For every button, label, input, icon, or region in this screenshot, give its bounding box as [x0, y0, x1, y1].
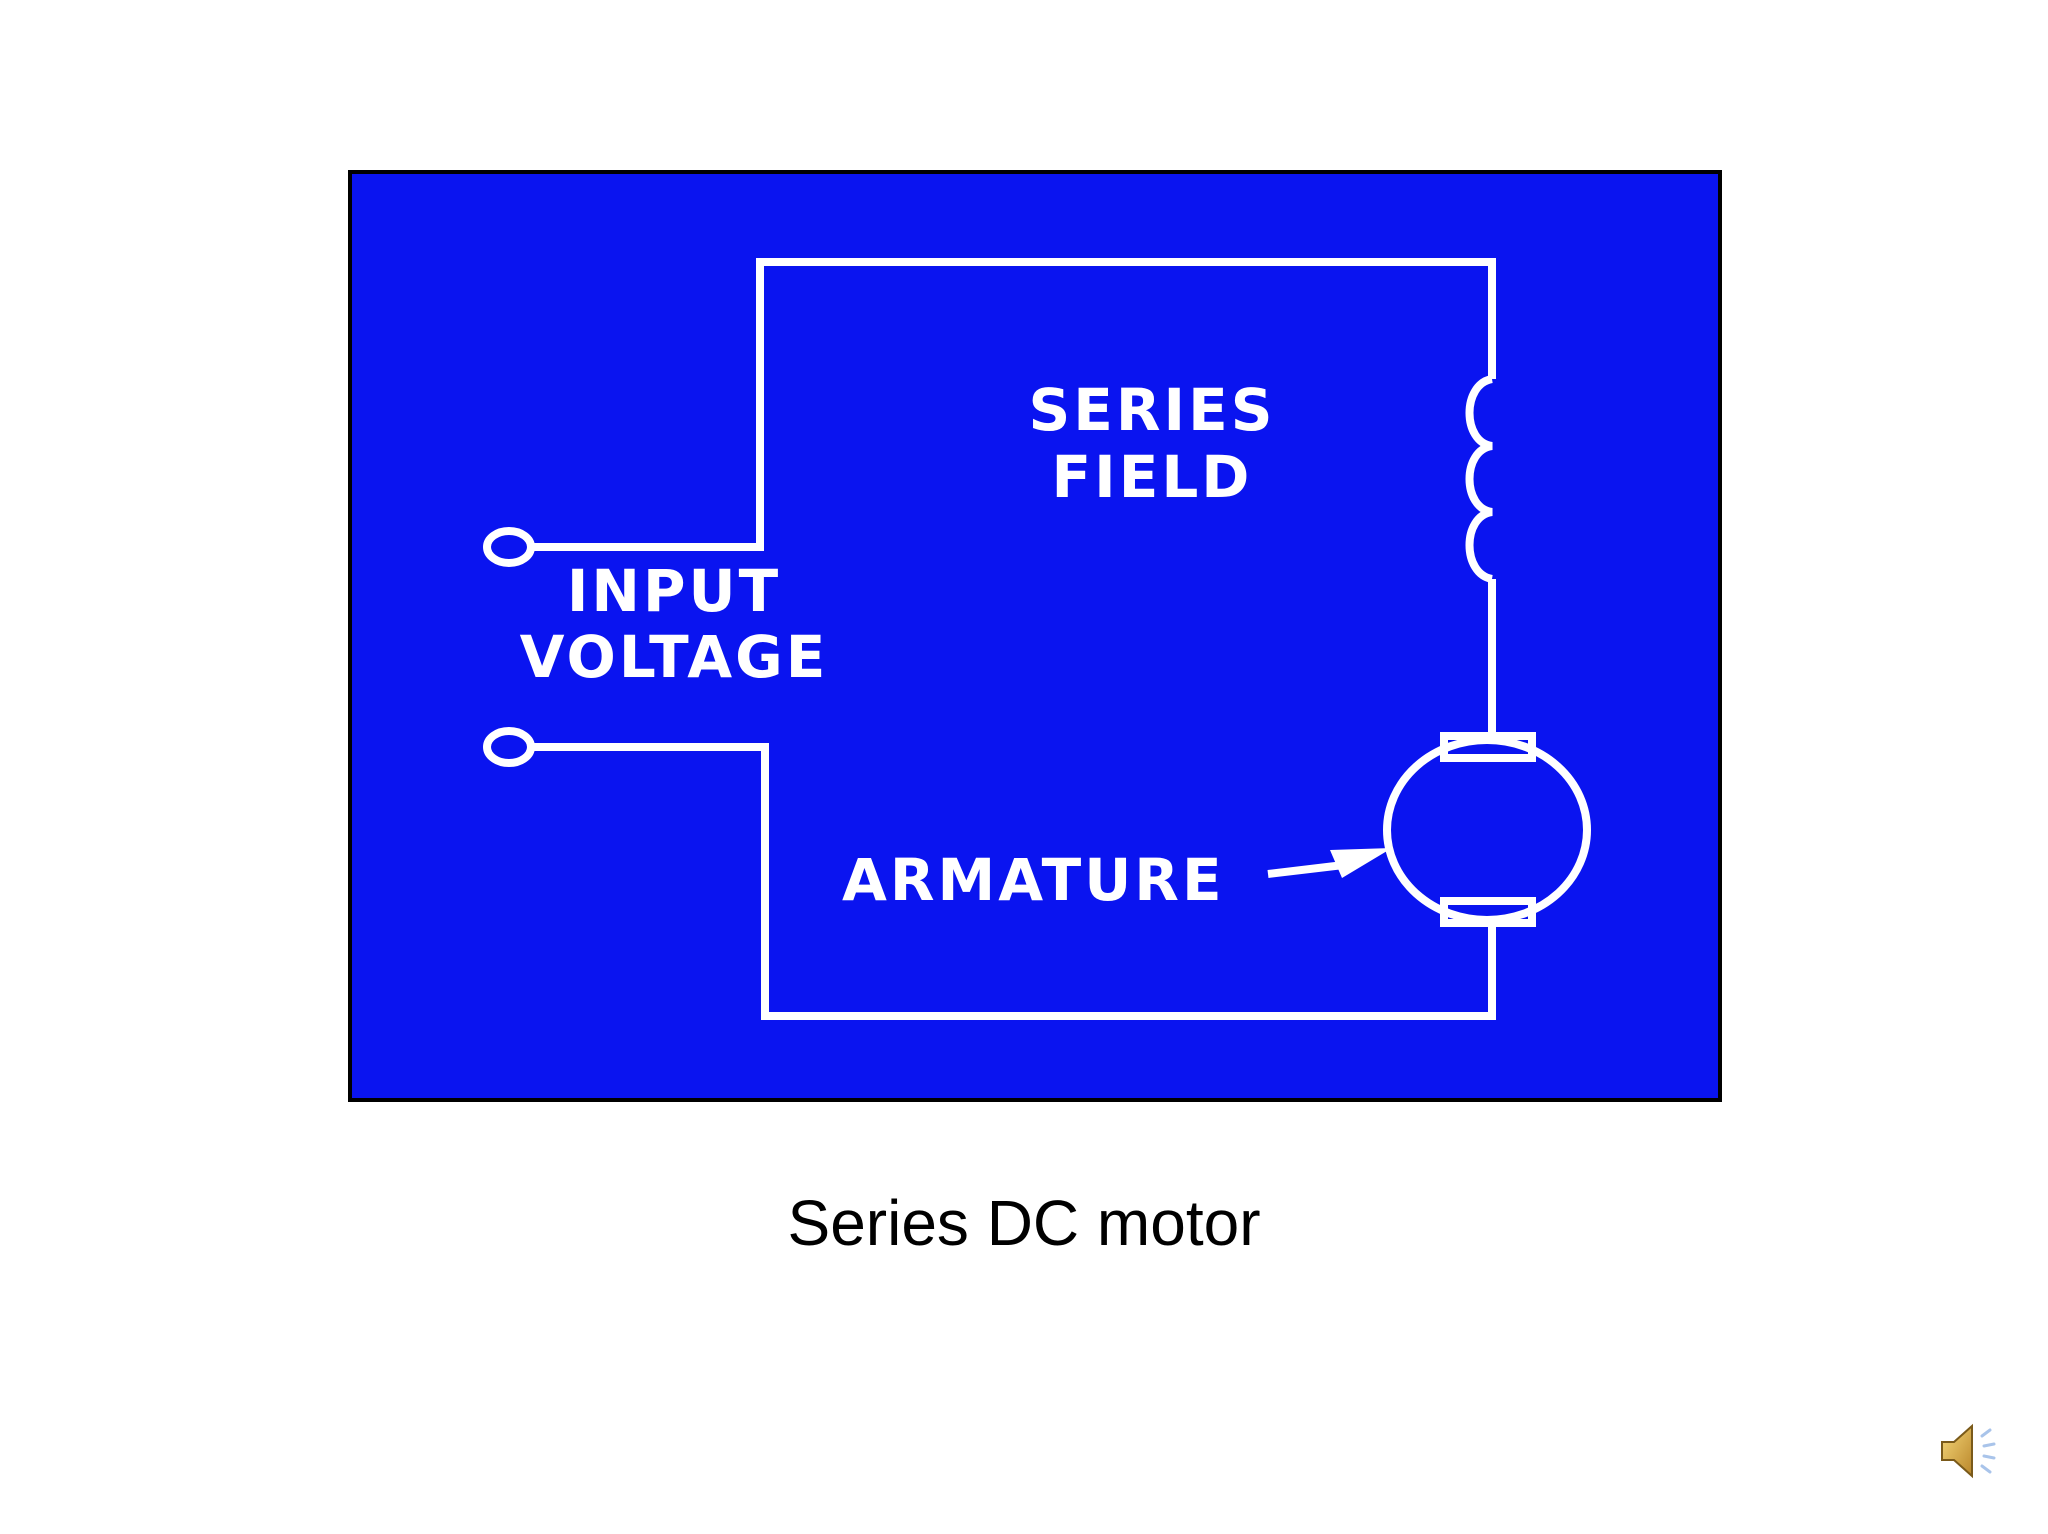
- series-field-label-line2: FIELD: [1052, 443, 1253, 511]
- circuit-diagram: SERIES FIELD INPUT VOLTAGE ARMATURE: [483, 258, 1591, 1020]
- series-field-label-line1: SERIES: [1028, 376, 1275, 444]
- diagram-caption: Series DC motor: [787, 1187, 1261, 1259]
- input-terminal-bottom: [483, 727, 535, 767]
- circuit-diagram-panel: SERIES FIELD INPUT VOLTAGE ARMATURE: [348, 170, 1722, 1102]
- input-terminal-top: [483, 527, 535, 567]
- armature: [1383, 736, 1591, 924]
- wire-top: [531, 258, 1496, 551]
- series-field-coil: [1465, 375, 1494, 583]
- armature-label: ARMATURE: [842, 846, 1225, 914]
- speaker-icon[interactable]: [1936, 1416, 2006, 1486]
- input-voltage-label-line1: INPUT: [567, 557, 781, 625]
- armature-arrow-head: [1330, 848, 1392, 878]
- input-voltage-label-line2: VOLTAGE: [520, 623, 829, 691]
- wire-bottom: [531, 743, 1496, 1020]
